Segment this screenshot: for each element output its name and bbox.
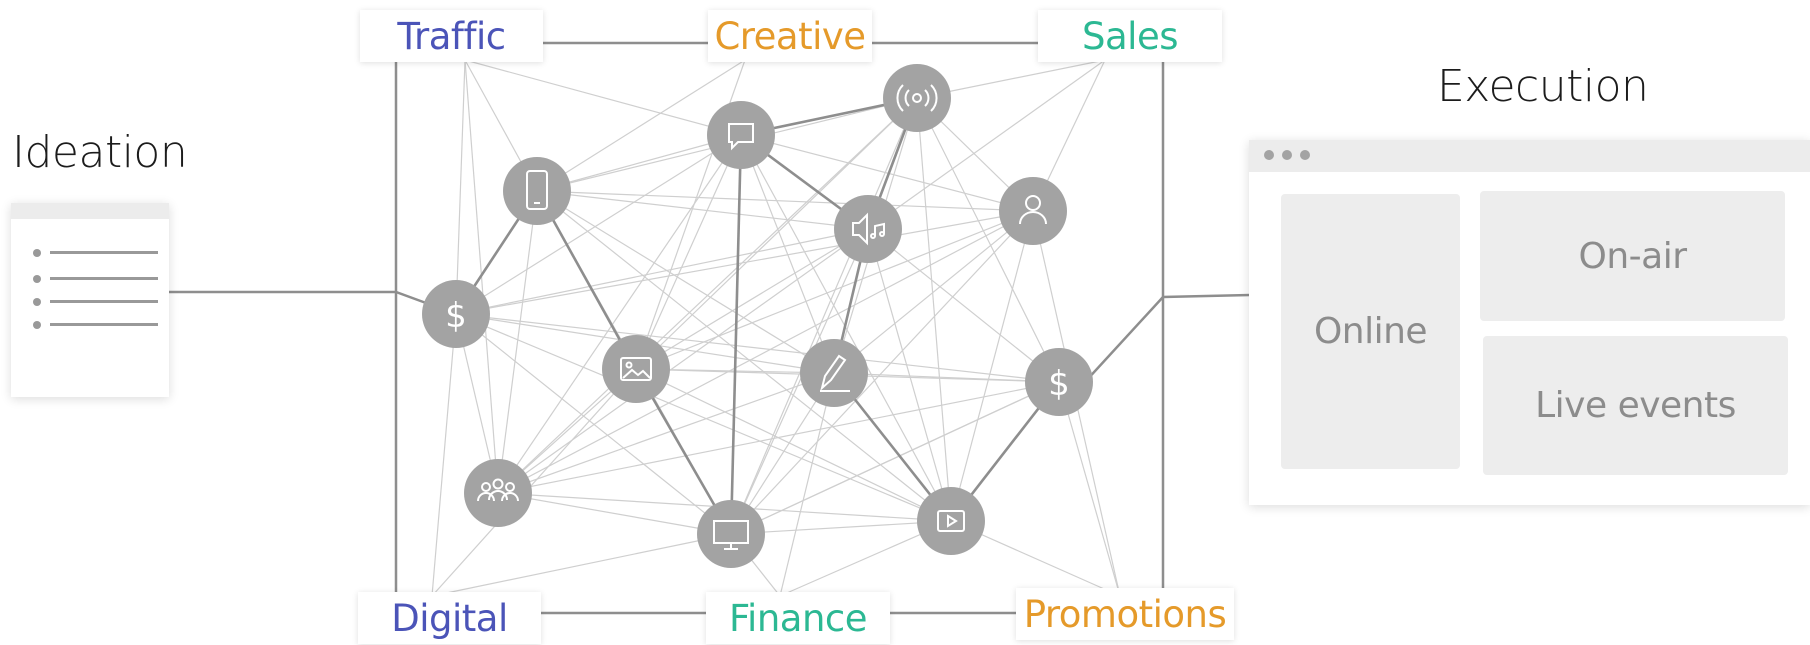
group-icon (477, 478, 519, 502)
thin-connection-line (536, 190, 869, 230)
thin-connection-line (740, 134, 1034, 212)
on-air-panel: On-air (1480, 191, 1785, 321)
person-icon (1019, 195, 1047, 225)
thin-connection-line (464, 59, 742, 136)
thin-connection-line (536, 134, 742, 192)
node-dollar-left: $ (422, 280, 490, 348)
window-dot-icon (1300, 150, 1310, 160)
thin-connection-line (635, 210, 1034, 370)
thin-connection-line (740, 134, 952, 522)
window-dot-icon (1282, 150, 1292, 160)
ideation-heading: Ideation (12, 127, 188, 178)
thin-connection-line (497, 381, 1060, 494)
thin-connection-line (497, 372, 835, 494)
image-icon (620, 357, 652, 381)
node-broadcast (883, 64, 951, 132)
node-chat (707, 101, 775, 169)
node-speaker (834, 195, 902, 263)
document-list-line (33, 248, 163, 258)
thin-connection-line (536, 190, 1034, 212)
dollar-icon: $ (445, 296, 467, 336)
document-list-line (33, 274, 163, 284)
thin-connection-line (431, 368, 637, 597)
thin-connection-line (455, 313, 732, 535)
thin-connection-line (950, 210, 1034, 522)
online-panel: Online (1281, 194, 1460, 469)
execution-window: Online On-air Live events (1249, 140, 1810, 505)
thin-connection-line (497, 97, 918, 494)
thin-connection-line (916, 97, 1060, 383)
pen-icon (820, 354, 850, 392)
digital-tag: Digital (358, 592, 541, 644)
thin-connection-line (740, 134, 835, 374)
promotions-tag: Promotions (1016, 588, 1234, 640)
thin-connection-line (497, 134, 742, 494)
play-icon (937, 510, 965, 532)
frame-connectors (169, 41, 1251, 615)
node-image (602, 335, 670, 403)
thin-connection-line (431, 533, 732, 597)
thin-connection-line (635, 97, 918, 370)
speaker-music-icon (852, 212, 885, 246)
thin-connection-line (635, 368, 952, 522)
chat-bubble-icon (728, 123, 754, 151)
thin-connection-line (455, 313, 952, 522)
thin-connection-line (536, 59, 746, 192)
ideation-document-card (11, 203, 169, 397)
thin-connection-line (730, 97, 918, 535)
thin-connection-line (867, 228, 952, 522)
smartphone-icon (526, 170, 548, 210)
thin-connection-line (536, 190, 835, 374)
thin-connection-line (455, 228, 869, 315)
thin-connection-line (497, 492, 732, 535)
node-play (917, 487, 985, 555)
thin-connection-line (455, 313, 1060, 383)
thin-connection-line (635, 134, 742, 370)
thin-connection-lines (431, 59, 1121, 597)
thin-connection-line (833, 210, 1034, 374)
thin-connection-line (867, 228, 1060, 383)
execution-heading: Execution (1437, 61, 1649, 112)
thin-connection-line (455, 59, 466, 315)
thin-connection-line (867, 59, 1106, 230)
node-smartphone (503, 157, 571, 225)
thin-connection-line (730, 228, 869, 535)
thin-connection-line (833, 372, 1060, 383)
thin-connection-line (497, 210, 1034, 494)
node-pen (800, 339, 868, 407)
document-list-line (33, 320, 163, 330)
node-dollar-right: $ (1025, 348, 1093, 416)
thin-connection-line (779, 372, 835, 597)
thin-connection-line (1058, 381, 1121, 597)
thin-connection-line (730, 520, 952, 535)
tv-icon (713, 520, 749, 550)
node-tv (697, 500, 765, 568)
thin-connection-line (730, 210, 1034, 535)
finance-tag: Finance (706, 592, 890, 644)
window-dot-icon (1264, 150, 1274, 160)
document-list-line (33, 297, 163, 307)
thin-connection-line (916, 97, 952, 522)
thin-connection-line (431, 313, 457, 597)
dollar-icon: $ (1048, 364, 1070, 404)
thin-connection-line (497, 228, 869, 494)
thin-connection-line (730, 381, 1060, 535)
traffic-tag: Traffic (360, 10, 543, 62)
broadcast-icon (896, 84, 938, 112)
thin-connection-line (455, 134, 742, 315)
node-person (999, 177, 1067, 245)
thin-connection-line (455, 210, 1034, 315)
live-events-panel: Live events (1483, 336, 1788, 475)
sales-tag: Sales (1038, 10, 1222, 62)
creative-tag: Creative (708, 10, 872, 62)
thin-connection-line (536, 190, 952, 522)
document-header-strip (11, 203, 169, 219)
node-group (464, 459, 532, 527)
thin-connection-line (635, 228, 869, 370)
window-titlebar (1249, 140, 1810, 172)
thin-connection-line (497, 190, 538, 494)
